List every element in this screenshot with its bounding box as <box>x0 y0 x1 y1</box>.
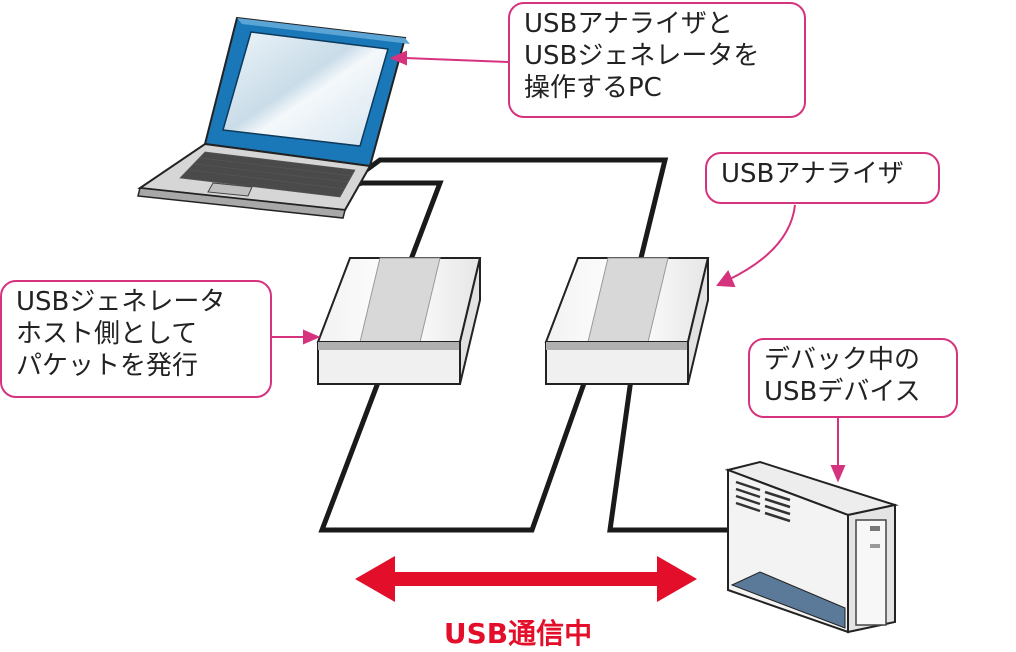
drive-vents <box>735 480 791 523</box>
callout-generator: USBジェネレータ ホスト側として パケットを発行 <box>0 280 272 398</box>
usb-communication-arrow <box>355 556 697 602</box>
callout-pc-line-2: USBジェネレータを <box>524 41 760 71</box>
callout-generator-line-2: ホスト側として <box>16 319 198 349</box>
laptop-screen-edge <box>237 18 410 44</box>
usb-generator-box <box>316 257 482 385</box>
pointer-pc <box>404 57 509 63</box>
laptop-base-front <box>137 187 346 219</box>
cable-analyzer-to-device <box>607 371 730 533</box>
laptop-screen <box>222 31 389 147</box>
pointer-analyzer <box>727 204 796 281</box>
callout-generator-line-1: USBジェネレータ <box>16 287 226 317</box>
callout-generator-line-3: パケットを発行 <box>16 351 199 381</box>
callout-analyzer: USBアナライザ <box>705 152 940 204</box>
callout-pc-line-1: USBアナライザと <box>524 9 733 39</box>
cable-pc-to-analyzer <box>348 157 669 263</box>
laptop-pc <box>137 16 410 219</box>
usb-device-drive <box>724 460 899 634</box>
cable-pc-to-generator <box>339 180 444 263</box>
callout-pc: USBアナライザと USBジェネレータを 操作するPC <box>508 2 806 118</box>
cable-generator-to-analyzer <box>318 371 591 533</box>
usb-analyzer-box <box>544 257 710 385</box>
callout-device-line-1: デバック中の <box>764 345 921 375</box>
laptop-keyboard <box>179 151 356 198</box>
callout-device: デバック中の USBデバイス <box>748 338 958 418</box>
callout-pc-line-3: 操作するPC <box>524 73 662 103</box>
usb-communication-caption: USB通信中 <box>443 617 593 650</box>
laptop-touchpad <box>207 182 253 197</box>
callout-pointers <box>272 50 846 483</box>
callout-analyzer-line-1: USBアナライザ <box>721 159 904 189</box>
callout-device-line-2: USBデバイス <box>764 377 921 407</box>
